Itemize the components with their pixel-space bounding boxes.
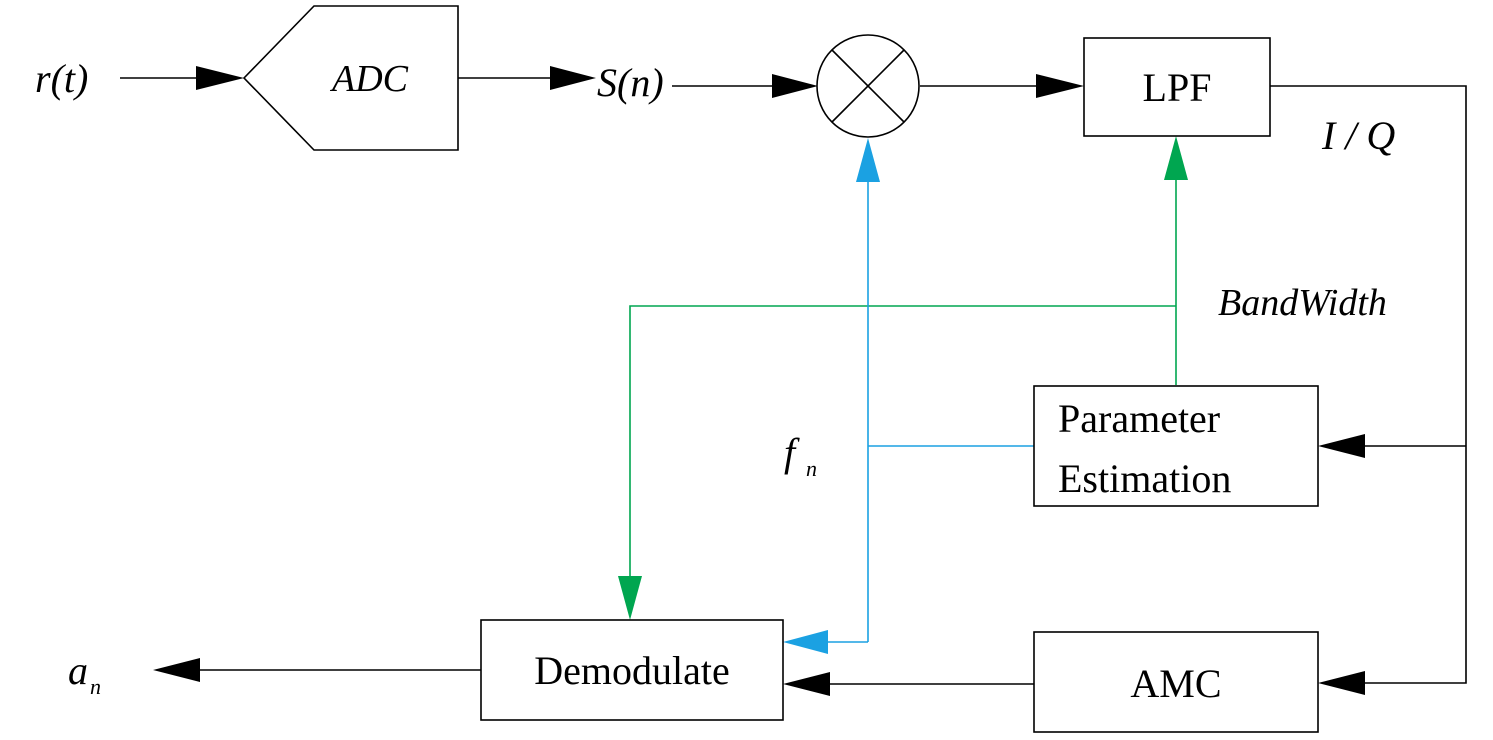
wire-bandwidth-to-demod: [629, 305, 1176, 578]
parameter-estimation-block: Parameter Estimation: [1033, 385, 1319, 507]
output-subscript: n: [90, 674, 101, 699]
demodulate-label: Demodulate: [534, 648, 730, 693]
output-signal-label: a n: [68, 648, 101, 699]
output-base: a: [68, 648, 88, 693]
lpf-label: LPF: [1143, 65, 1212, 110]
amc-block: AMC: [1033, 631, 1319, 733]
bandwidth-wires: [629, 180, 1177, 578]
arrow-into-lpf-bandwidth: [1164, 136, 1188, 180]
frequency-base: f: [784, 430, 800, 475]
main-signal-wires: [120, 77, 1467, 685]
arrow-into-amc: [1318, 671, 1365, 695]
iq-signal-label: I / Q: [1321, 113, 1395, 158]
adc-label: ADC: [329, 58, 409, 100]
parameter-label: Parameter: [1058, 396, 1220, 441]
demodulate-block: Demodulate: [480, 619, 784, 721]
arrow-into-mixer: [772, 74, 818, 98]
arrow-into-demod-amc: [783, 672, 830, 696]
frequency-subscript: n: [806, 456, 817, 481]
lpf-block: LPF: [1083, 37, 1271, 137]
bandwidth-signal-label: BandWidth: [1218, 282, 1387, 324]
sampled-signal-label: S(n): [597, 60, 664, 105]
estimation-label: Estimation: [1058, 456, 1231, 501]
arrow-into-sn: [550, 66, 596, 90]
adc-block: ADC: [242, 5, 459, 151]
arrow-into-demod-bandwidth: [618, 576, 642, 620]
arrow-output: [153, 658, 200, 682]
frequency-signal-label: f n: [784, 430, 817, 481]
arrow-into-adc: [196, 66, 244, 90]
input-signal-label: r(t): [35, 56, 88, 101]
arrow-into-demod-freq: [783, 630, 828, 654]
wire-lpf-to-amc: [1270, 85, 1467, 684]
mixer-block: [816, 34, 920, 138]
arrow-into-lpf: [1036, 74, 1084, 98]
arrow-into-mixer-freq: [856, 138, 880, 182]
arrow-into-param: [1318, 434, 1365, 458]
amc-label: AMC: [1130, 661, 1221, 706]
arrowheads: [153, 66, 1365, 696]
frequency-wires: [828, 182, 1034, 643]
